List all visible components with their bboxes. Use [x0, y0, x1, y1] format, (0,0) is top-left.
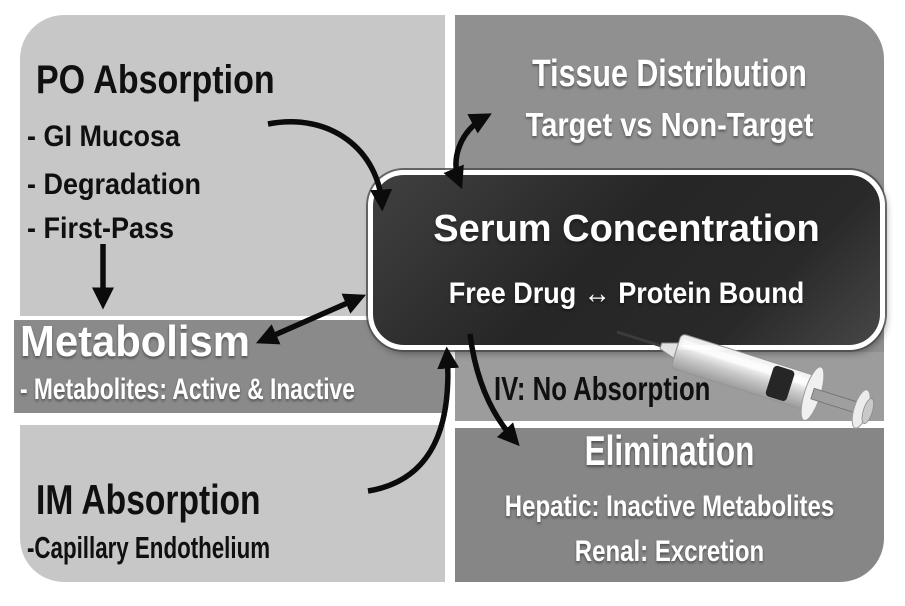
metabolism-subtitle: - Metabolites: Active & Inactive	[20, 373, 355, 406]
elimination-line: Renal: Excretion	[574, 535, 765, 568]
po-absorption-item: - First-Pass	[27, 212, 175, 245]
metabolism-title: Metabolism	[20, 317, 250, 366]
po-absorption-item: - GI Mucosa	[27, 120, 181, 153]
po-absorption-title: PO Absorption	[36, 58, 275, 102]
tissue-distribution-title: Tissue Distribution	[532, 53, 807, 95]
iv-no-absorption-label: IV: No Absorption	[494, 370, 711, 407]
serum-concentration-box	[368, 170, 885, 350]
elimination-panel	[455, 428, 884, 582]
im-absorption-title: IM Absorption	[36, 476, 261, 523]
po-absorption-item: - Degradation	[27, 168, 202, 201]
im-absorption-subtitle: -Capillary Endothelium	[27, 530, 271, 565]
serum-concentration-title: Serum Concentration	[433, 208, 820, 250]
tissue-distribution-subtitle: Target vs Non-Target	[525, 106, 814, 143]
elimination-line: Hepatic: Inactive Metabolites	[504, 490, 835, 523]
serum-concentration-subtitle: Free Drug ↔ Protein Bound	[448, 277, 805, 310]
elimination-title: Elimination	[584, 427, 755, 474]
